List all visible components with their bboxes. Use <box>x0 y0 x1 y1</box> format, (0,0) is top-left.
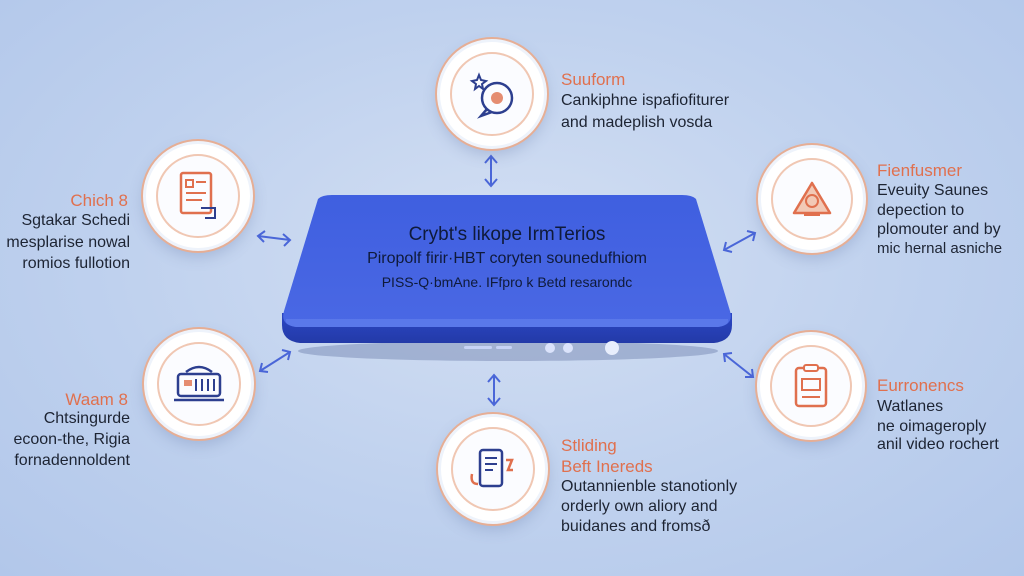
dashboard-console-icon <box>157 342 241 426</box>
document-icon <box>156 154 240 238</box>
device-caption: PISS-Q·bmAne. IFfpro k Betd resarondc <box>381 274 633 290</box>
node-upper-right-desc-2: depection to <box>877 202 965 219</box>
node-lower-right-desc-2: ne oimageroply <box>877 418 987 435</box>
device-title: Crybt's likope IrmTerios <box>408 224 606 245</box>
node-bottom-desc-2: orderly own aliory and <box>561 498 718 515</box>
node-top-desc-1: Cankiphne ispafiofiturer <box>561 92 730 109</box>
node-upper-left-desc-3: romios fullotion <box>22 255 130 272</box>
node-upper-left-desc-1: Sgtakar Schedi <box>21 212 130 229</box>
node-lower-right-circle <box>757 332 865 440</box>
node-lower-right-desc-1: Watlanes <box>877 398 944 415</box>
node-lower-left-circle <box>144 329 254 439</box>
node-upper-left-title: Chich 8 <box>70 191 128 210</box>
node-bottom-desc-3: buidanes and fromsð <box>561 518 711 535</box>
node-lower-left-desc-1: Chtsingurde <box>43 410 130 427</box>
node-upper-right-circle <box>758 145 866 253</box>
node-upper-right-title: Fienfusmer <box>877 161 963 180</box>
chat-bubble-icon <box>450 52 534 136</box>
device-shape <box>282 195 732 361</box>
node-bottom-desc-1: Outannienble stanotionly <box>561 478 738 495</box>
node-lower-left-desc-2: ecoon-the, Rigia <box>13 431 130 448</box>
node-top-title: Suuform <box>561 70 626 89</box>
node-lower-left-desc-3: fornadennoldent <box>14 452 130 469</box>
warning-triangle-icon <box>771 158 853 240</box>
node-upper-left-desc-2: mesplarise nowal <box>6 234 130 251</box>
clipboard-icon <box>770 345 852 427</box>
node-upper-right-desc-4: mic hernal asniche <box>877 240 1003 257</box>
central-device: Crybt's likope IrmTerios Piropolf firir·… <box>278 193 736 361</box>
node-bottom-title-2: Beft Inereds <box>561 457 653 476</box>
node-upper-right-desc-3: plomouter and by <box>877 221 1001 238</box>
node-bottom-title-1: Stliding <box>561 436 617 455</box>
node-upper-right-desc-1: Eveuity Saunes <box>877 182 989 199</box>
node-lower-right-title: Eurronencs <box>877 376 964 395</box>
phone-device-icon <box>451 427 535 511</box>
node-top-circle <box>437 39 547 149</box>
node-lower-left-title: Waam 8 <box>65 390 128 409</box>
node-upper-left-circle <box>143 141 253 251</box>
device-subtitle: Piropolf firir·HBT coryten sounedufhiom <box>367 250 647 267</box>
node-bottom-circle <box>438 414 548 524</box>
node-lower-right-desc-3: anil video rochert <box>877 436 999 453</box>
double-arrow-icons <box>256 154 757 407</box>
node-top-desc-2: and madeplish vosda <box>561 114 713 131</box>
